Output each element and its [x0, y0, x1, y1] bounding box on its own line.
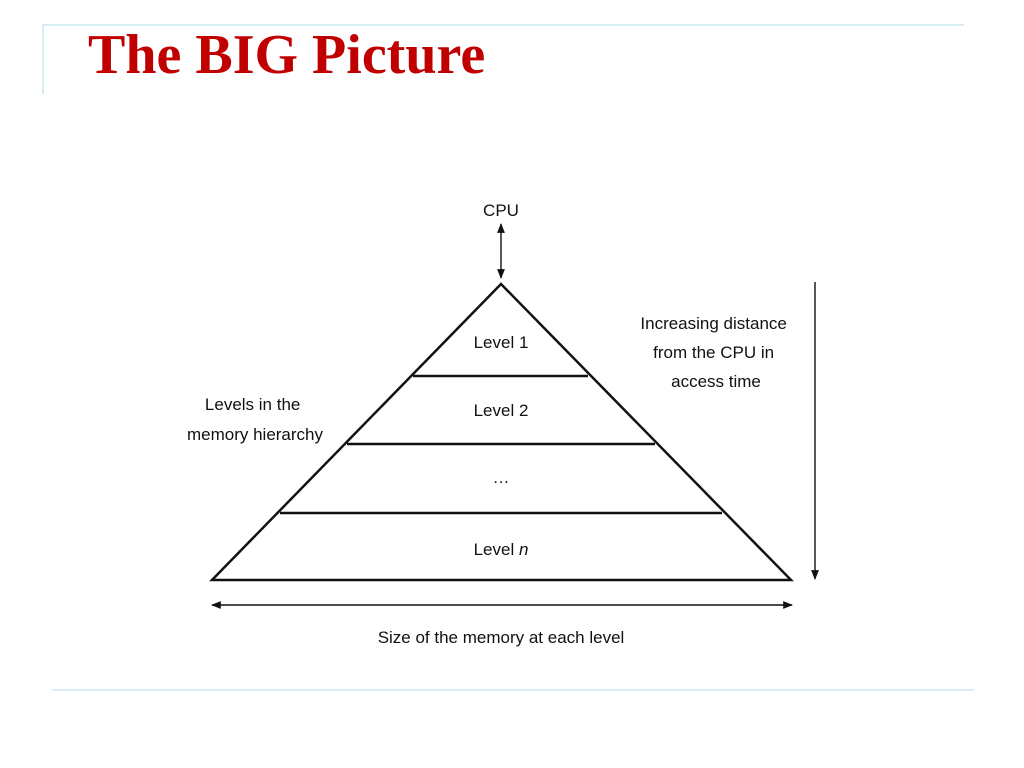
- pyramid-outline: [209, 282, 794, 582]
- level-label: Level 1: [474, 333, 529, 352]
- level-label: Level n: [474, 540, 529, 559]
- top-rule: [42, 24, 964, 26]
- left-caption: Levels in the memory hierarchy: [187, 395, 324, 444]
- bottom-caption: Size of the memory at each level: [378, 628, 625, 647]
- level-label: Level 2: [474, 401, 529, 420]
- left-rule: [42, 24, 44, 94]
- slide-title: The BIG Picture: [88, 24, 486, 86]
- level-label: …: [493, 468, 510, 487]
- right-caption: Increasing distance from the CPU in acce…: [640, 314, 791, 391]
- cpu-label: CPU: [483, 201, 519, 220]
- bottom-rule: [52, 689, 974, 691]
